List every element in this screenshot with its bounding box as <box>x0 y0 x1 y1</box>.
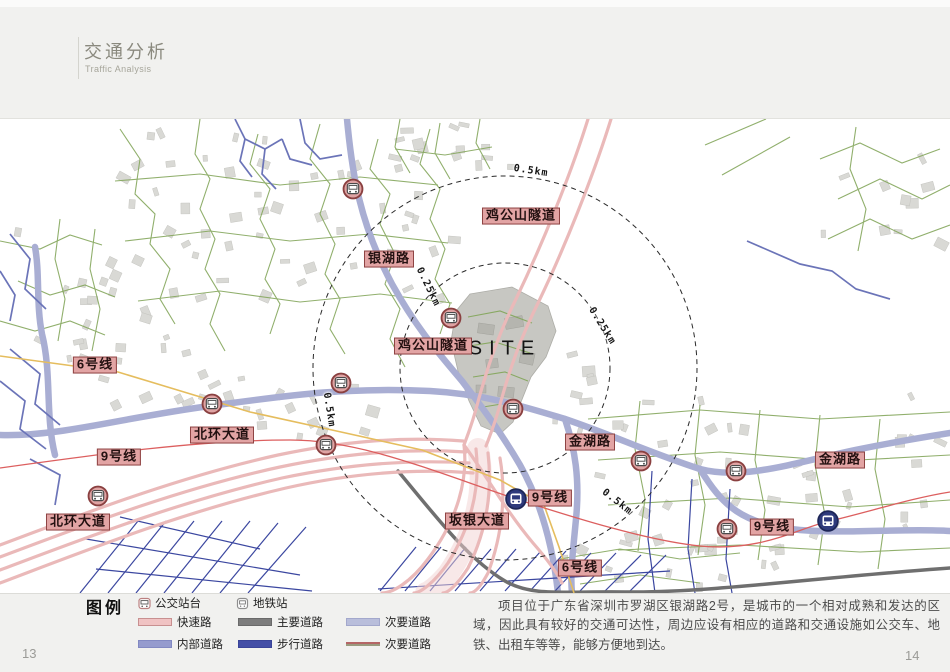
legend-road-label: 次要道路 <box>385 617 431 629</box>
road-label: 坂银大道 <box>444 512 510 530</box>
legend-bus-station: 公交站台 <box>138 595 238 611</box>
legend-road-item: 快速路 <box>138 616 238 629</box>
road-swatch <box>346 642 380 646</box>
legend-road-items: 快速路主要道路次要道路内部道路步行道路次要道路 <box>138 616 458 651</box>
legend-road-item: 步行道路 <box>238 638 346 651</box>
ring-distance-label: 0.25km <box>586 305 618 347</box>
road-swatch <box>238 640 272 648</box>
page-number-left: 13 <box>22 646 37 661</box>
legend-road-label: 快速路 <box>177 617 212 629</box>
metro-station-icon <box>236 597 249 609</box>
road-label: 6号线 <box>557 559 603 577</box>
road-label: 9号线 <box>749 518 795 536</box>
header-divider <box>78 37 79 79</box>
radius-ring <box>312 175 698 561</box>
page-title: 交通分析 <box>84 42 168 62</box>
legend-metro-station: 地铁站 <box>236 595 288 611</box>
legend-road-item: 主要道路 <box>238 616 346 629</box>
road-swatch <box>138 618 172 626</box>
page-number-right: 14 <box>905 648 920 663</box>
road-swatch <box>238 618 272 626</box>
road-label: 鸡公山隧道 <box>393 337 473 355</box>
legend-title: 图例 <box>86 600 125 617</box>
road-label: 银湖路 <box>363 250 415 268</box>
ring-distance-label: 0.5km <box>512 162 550 180</box>
road-swatch <box>346 618 380 626</box>
ring-distance-label: 0.25km <box>413 265 443 309</box>
description-paragraph: 项目位于广东省深圳市罗湖区银湖路2号，是城市的一个相对成熟和发达的区域，因此具有… <box>473 599 940 652</box>
radius-ring <box>399 262 611 474</box>
road-label: 鸡公山隧道 <box>481 207 561 225</box>
radius-rings <box>312 175 698 561</box>
road-label: 金湖路 <box>564 433 616 451</box>
site-label: SITE <box>468 337 542 360</box>
legend-metro-label: 地铁站 <box>253 598 288 610</box>
expressway-network <box>0 119 613 593</box>
road-label: 北环大道 <box>45 513 111 531</box>
legend-road-label: 内部道路 <box>177 639 223 651</box>
page-header: 交通分析 Traffic Analysis <box>0 7 950 118</box>
ring-distance-label: 0.5km <box>320 391 338 429</box>
legend-road-label: 次要道路 <box>385 639 431 651</box>
road-label: 9号线 <box>527 489 573 507</box>
internal-road-network <box>0 119 891 506</box>
legend-road-item: 内部道路 <box>138 638 238 651</box>
legend: 图例 公交站台 地铁站 快速路主要道路次要道路内部道路步行道路次要道路 <box>86 592 456 654</box>
page-subtitle: Traffic Analysis <box>85 64 152 74</box>
legend-stations: 公交站台 地铁站 <box>138 595 288 611</box>
map-canvas <box>0 119 950 593</box>
road-label: 金湖路 <box>814 451 866 469</box>
top-strip <box>0 0 950 7</box>
building-footprints <box>13 121 950 592</box>
road-label: 9号线 <box>96 448 142 466</box>
metro-line-6 <box>0 355 575 593</box>
ring-distance-label: 0.5km <box>599 486 635 518</box>
legend-road-item: 次要道路 <box>346 616 458 629</box>
legend-bus-label: 公交站台 <box>155 598 201 610</box>
legend-road-label: 主要道路 <box>277 617 323 629</box>
road-label: 北环大道 <box>189 426 255 444</box>
road-swatch <box>138 640 172 648</box>
bus-station-icon <box>138 597 151 609</box>
legend-road-label: 步行道路 <box>277 639 323 651</box>
minor-road-network <box>0 119 950 585</box>
road-label: 6号线 <box>72 356 118 374</box>
legend-road-item: 次要道路 <box>346 638 458 651</box>
